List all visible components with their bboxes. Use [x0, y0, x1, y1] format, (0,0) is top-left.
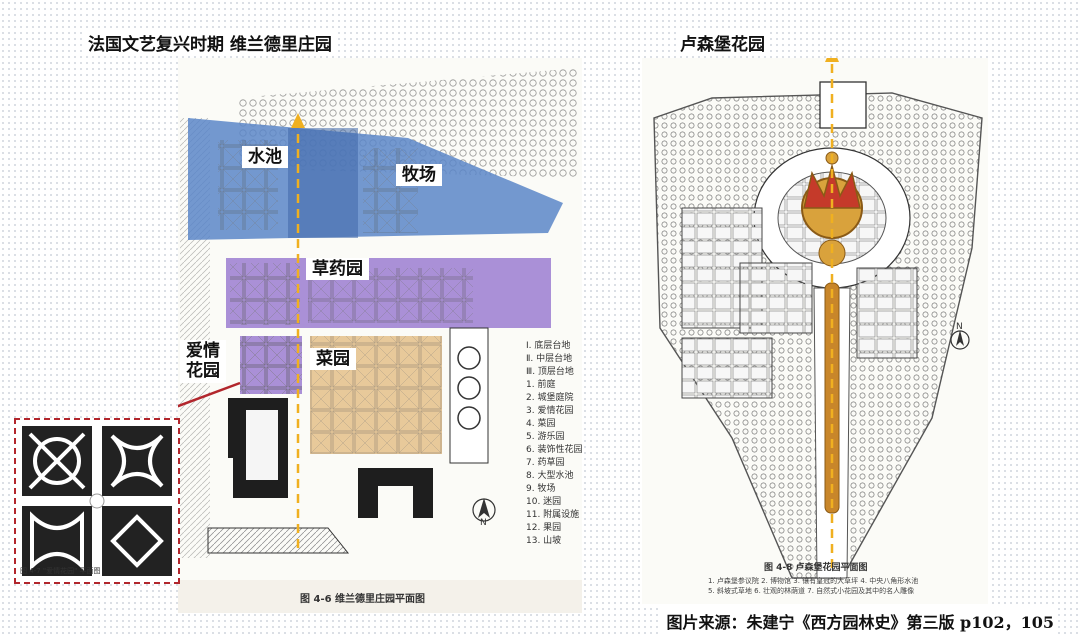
legend-item: 10. 迷园: [526, 497, 562, 507]
palace-building: [819, 81, 867, 129]
legend-item: 3. 爱情花园: [526, 406, 574, 416]
legend-item: 8. 大型水池: [526, 471, 574, 481]
right-plan-note: 1. 卢森堡参议院 2. 博物馆 3. 镶有皇冠的大草坪 4. 中央八角形水池: [708, 577, 919, 585]
legend-item: 4. 菜园: [526, 419, 556, 429]
label-vegetable-garden: 菜园: [310, 348, 356, 371]
image-source: 图片来源：朱建宁《西方园林史》第三版 p102，105: [662, 608, 1058, 634]
left-plan-caption: 图 4-6 维兰德里庄园平面图: [300, 594, 426, 605]
legend-item: 11. 附属设施: [526, 510, 580, 520]
luxembourg-plan: [642, 46, 988, 604]
legend-item: 6. 装饰性花园: [526, 445, 583, 455]
label-pasture: 牧场: [396, 164, 442, 187]
label-water-pool: 水池: [242, 146, 288, 169]
left-title: 法国文艺复兴时期 维兰德里庄园: [84, 30, 336, 55]
legend-item: 13. 山坡: [526, 536, 562, 546]
right-plan-caption: 图 4-8 卢森堡花园平面图: [764, 563, 868, 573]
right-title: 卢森堡花园: [676, 30, 769, 55]
legend-item: Ⅲ. 顶层台地: [526, 367, 574, 377]
villandry-plan-drawing: [172, 68, 582, 613]
label-herb-garden: 草药园: [306, 258, 369, 281]
annex-building: [358, 468, 433, 518]
right-north-label: N: [956, 322, 963, 332]
legend-item: Ⅰ. 底层台地: [526, 341, 571, 351]
legend-item: Ⅱ. 中层台地: [526, 354, 573, 364]
legend-item: 1. 前庭: [526, 380, 556, 390]
legend-item: 9. 牧场: [526, 484, 556, 494]
love-garden-inset: [14, 418, 180, 584]
legend-item: 12. 果园: [526, 523, 562, 533]
inset-caption: 图 4-7 "爱情花园" 平面图: [20, 567, 101, 575]
luxembourg-plan-drawing: [653, 46, 983, 579]
villandry-plan: [172, 58, 582, 613]
right-plan-notes: 1. 卢森堡参议院 2. 博物馆 3. 镶有皇冠的大草坪 4. 中央八角形水池 …: [708, 576, 968, 596]
right-plan-note: 5. 斜坡式草地 6. 壮观的林荫道 7. 自然式小花园及其中的名人雕像: [708, 587, 915, 595]
legend-item: 5. 游乐园: [526, 432, 565, 442]
plan-legend: Ⅰ. 底层台地 Ⅱ. 中层台地 Ⅲ. 顶层台地 1. 前庭 2. 城堡庭院 3.…: [526, 340, 582, 548]
label-love-garden: 爱情 花园: [180, 340, 226, 383]
legend-item: 2. 城堡庭院: [526, 393, 574, 403]
love-garden-pattern: [22, 426, 172, 576]
left-north-label: N: [480, 518, 487, 528]
legend-item: 7. 药草园: [526, 458, 565, 468]
